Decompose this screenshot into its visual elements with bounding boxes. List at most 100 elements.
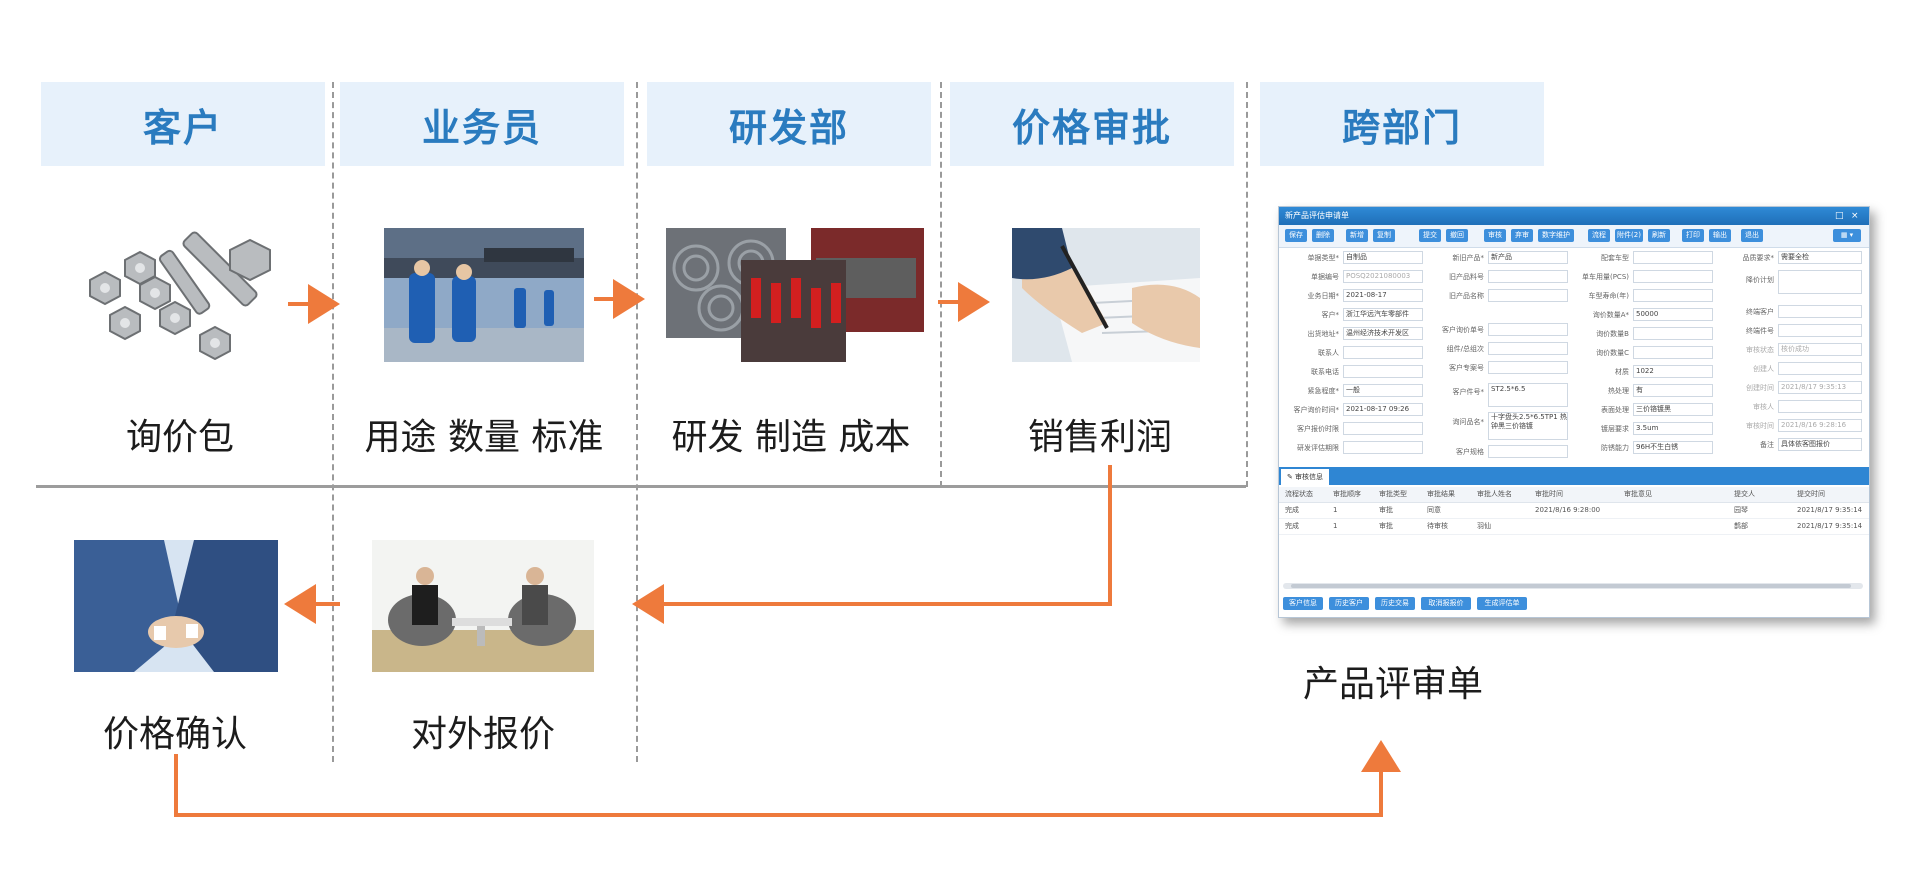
field-label: 客户专案号 — [1449, 364, 1484, 372]
field-input[interactable] — [1633, 251, 1713, 264]
field-input[interactable] — [1343, 346, 1423, 359]
toolbar-new-button[interactable]: 新增 — [1346, 229, 1368, 242]
field-label: 车型寿命(年) — [1588, 292, 1629, 300]
field-input[interactable]: 3.5um — [1633, 422, 1713, 435]
lane-divider — [1246, 82, 1248, 487]
toolbar-workflow-button[interactable]: 流程 — [1588, 229, 1610, 242]
field-label: 防锈能力 — [1601, 444, 1629, 452]
toolbar-refresh-button[interactable]: 刷新 — [1648, 229, 1670, 242]
field-label: 热处理 — [1608, 387, 1629, 395]
field-input[interactable] — [1343, 441, 1423, 454]
field-label: 客户件号* — [1452, 388, 1485, 396]
field-input[interactable]: POSQ2021080003 — [1343, 270, 1423, 283]
table-row[interactable]: 完成 1 审批 待审核 羽仙 鹊部 2021/8/17 9:35:14 — [1279, 519, 1869, 535]
field-input[interactable] — [1488, 342, 1568, 355]
toolbar-submit-button[interactable]: 提交 — [1419, 229, 1441, 242]
scrollbar-thumb[interactable] — [1291, 584, 1851, 588]
field-input[interactable]: 2021-08-17 — [1343, 289, 1423, 302]
toolbar-save-button[interactable]: 保存 — [1285, 229, 1307, 242]
field-input[interactable]: 核价成功 — [1778, 343, 1862, 356]
toolbar-delete-button[interactable]: 删除 — [1312, 229, 1334, 242]
field-input[interactable]: 96H不生白锈 — [1633, 441, 1713, 454]
field-input[interactable] — [1633, 270, 1713, 283]
field-input[interactable]: 十字盘头2.5*6.5TP1 热钟黑三价铬镀 — [1488, 412, 1568, 440]
toolbar-unaudit-button[interactable]: 弃审 — [1511, 229, 1533, 242]
field-input[interactable]: 新产品 — [1488, 251, 1568, 264]
field-input[interactable] — [1488, 445, 1568, 458]
grid-layout-icon[interactable]: ▦ ▾ — [1833, 229, 1861, 242]
toolbar-number-maintain-button[interactable]: 数字维护 — [1538, 229, 1574, 242]
field-input[interactable]: 自制品 — [1343, 251, 1423, 264]
factory-workers-photo — [384, 228, 584, 362]
field-input[interactable] — [1488, 323, 1568, 336]
toolbar-attachment-button[interactable]: 附件(2) — [1615, 229, 1643, 242]
field-label: 询价数量A* — [1592, 311, 1629, 319]
field-label: 材质 — [1615, 368, 1629, 376]
table-row[interactable]: 完成 1 审批 同意 2021/8/16 9:28:00 园琴 2021/8/1… — [1279, 503, 1869, 519]
field-input[interactable]: 有 — [1633, 384, 1713, 397]
customer-info-button[interactable]: 客户信息 — [1283, 597, 1323, 610]
form-toolbar: 保存 删除 新增 复制 提交 撤回 审核 弃审 数字维护 流程 附件(2) 刷新… — [1279, 225, 1869, 248]
field-input[interactable] — [1633, 289, 1713, 302]
toolbar-export-button[interactable]: 输出 — [1709, 229, 1731, 242]
field-input[interactable]: 50000 — [1633, 308, 1713, 321]
grid-cell: 完成 — [1285, 522, 1299, 530]
field-input[interactable]: 2021/8/17 9:35:13 — [1778, 381, 1862, 394]
steel-coils-and-machines-photo — [666, 228, 924, 362]
cancel-quote-button[interactable]: 取消报报价 — [1421, 597, 1471, 610]
field-input[interactable] — [1778, 400, 1862, 413]
field-label: 表面处理 — [1601, 406, 1629, 414]
field-input[interactable]: 需要全检 — [1778, 251, 1862, 264]
caption-usage-quantity-standard: 用途 数量 标准 — [364, 417, 604, 458]
caption-price-confirmation: 价格确认 — [102, 714, 247, 755]
header-price-approval: 价格审批 — [950, 82, 1234, 166]
field-input[interactable] — [1778, 270, 1862, 294]
maximize-icon[interactable]: □ — [1835, 211, 1844, 221]
field-input[interactable] — [1778, 324, 1862, 337]
field-input[interactable]: 1022 — [1633, 365, 1713, 378]
generate-review-button[interactable]: 生成评估单 — [1477, 597, 1527, 610]
field-label: 研发评估期限 — [1297, 444, 1339, 452]
field-input[interactable] — [1633, 346, 1713, 359]
field-input[interactable]: 三价铬镀黑 — [1633, 403, 1713, 416]
toolbar-exit-button[interactable]: 退出 — [1741, 229, 1763, 242]
grid-cell: 鹊部 — [1734, 522, 1748, 530]
horizontal-scrollbar[interactable] — [1283, 583, 1863, 589]
grid-cell: 1 — [1333, 522, 1338, 530]
field-input[interactable] — [1488, 361, 1568, 374]
field-input[interactable]: 2021/8/16 9:28:16 — [1778, 419, 1862, 432]
field-label: 单据编号 — [1311, 273, 1339, 281]
field-input[interactable] — [1488, 289, 1568, 302]
field-input[interactable]: ST2.5*6.5 — [1488, 383, 1568, 407]
caption-inquiry-package: 询价包 — [125, 417, 234, 458]
grid-cell: 2021/8/17 9:35:14 — [1797, 522, 1863, 530]
history-customer-button[interactable]: 历史客户 — [1329, 597, 1369, 610]
field-input[interactable] — [1778, 305, 1862, 318]
field-label: 组件/总组次 — [1446, 345, 1484, 353]
field-input[interactable] — [1343, 365, 1423, 378]
lane-divider — [940, 82, 942, 487]
lane-divider — [332, 82, 334, 762]
field-input[interactable] — [1343, 422, 1423, 435]
field-input[interactable]: 浙江华远汽车零部件 — [1343, 308, 1423, 321]
field-input[interactable]: 具体依客图报价 — [1778, 438, 1862, 451]
field-input[interactable] — [1778, 362, 1862, 375]
grid-header-cell: 审批结果 — [1427, 490, 1455, 498]
field-label: 询价数量B — [1596, 330, 1629, 338]
history-transaction-button[interactable]: 历史交易 — [1375, 597, 1415, 610]
field-input[interactable]: 一般 — [1343, 384, 1423, 397]
field-input[interactable]: 温州经济技术开发区 — [1343, 327, 1423, 340]
field-input[interactable] — [1488, 270, 1568, 283]
close-icon[interactable]: × — [1851, 211, 1859, 221]
field-input[interactable] — [1633, 327, 1713, 340]
toolbar-copy-button[interactable]: 复制 — [1373, 229, 1395, 242]
field-input[interactable]: 2021-08-17 09:26 — [1343, 403, 1423, 416]
header-customer: 客户 — [41, 82, 325, 166]
grid-cell: 待审核 — [1427, 522, 1448, 530]
grid-cell: 2021/8/17 9:35:14 — [1797, 506, 1863, 514]
field-label: 联系电话 — [1311, 368, 1339, 376]
toolbar-audit-button[interactable]: 审核 — [1484, 229, 1506, 242]
toolbar-print-button[interactable]: 打印 — [1682, 229, 1704, 242]
toolbar-withdraw-button[interactable]: 撤回 — [1446, 229, 1468, 242]
tab-audit-info[interactable]: ✎ 审核信息 — [1281, 469, 1329, 485]
